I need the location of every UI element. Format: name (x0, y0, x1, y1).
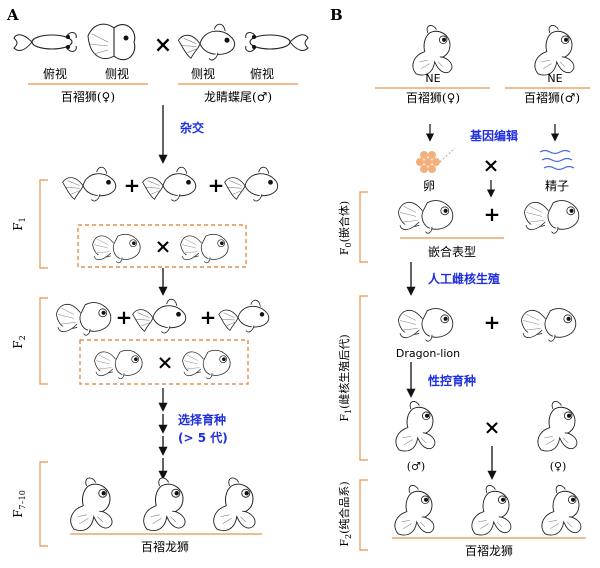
selection-label: 选择育种 (178, 412, 226, 427)
fish-icon (94, 350, 143, 380)
generation-f1b-label: F1(雌核生殖后代) (337, 334, 353, 421)
fish-icon (132, 298, 187, 334)
gynogenesis-label: 人工雌核生殖 (428, 271, 500, 286)
cross-symbol: × (157, 350, 174, 374)
generation-bracket (39, 461, 48, 547)
plus-symbol: + (116, 305, 133, 329)
result-label-b: 百褶龙狮 (465, 543, 513, 558)
fish-icon (142, 166, 197, 202)
plus-symbol: + (484, 202, 501, 226)
panel-b-label: B (330, 6, 343, 24)
f2-cross-box (79, 339, 249, 385)
fish-icon (397, 200, 454, 234)
fish-icon (182, 350, 231, 380)
fish-icon (541, 484, 582, 536)
fish-icon (471, 484, 512, 536)
generation-f1-label: F1 (11, 217, 27, 230)
female-label: (♀) (550, 460, 567, 473)
parent-female-label: 百褶狮(♀) (61, 89, 115, 104)
chimera-label: 嵌合表型 (428, 244, 476, 259)
generation-bracket (39, 179, 48, 269)
ne-label-right: NE (547, 72, 562, 85)
plus-symbol: + (484, 310, 501, 334)
egg-cluster-icon (416, 151, 440, 173)
fish-top-view-icon (13, 32, 77, 52)
cross-symbol: × (483, 153, 500, 177)
panel-a-parents: × (13, 23, 309, 61)
fish-icon (397, 308, 454, 342)
parent-male-label: 百褶狮(♂) (524, 90, 580, 105)
result-fish-row-b (394, 484, 582, 536)
fish-icon (537, 400, 578, 452)
ne-label-left: NE (425, 72, 440, 85)
cross-symbol: × (155, 234, 172, 258)
cross-label: 杂交 (180, 120, 204, 135)
male-label: (♂) (407, 460, 425, 473)
view-label: 侧视 (105, 66, 129, 81)
fish-icon (395, 400, 436, 452)
plus-symbol: + (124, 173, 141, 197)
fish-top-view-icon (245, 32, 309, 52)
generation-f7-label: F7–10 (11, 490, 27, 518)
generation-f0-label: F0(嵌合体) (337, 201, 353, 255)
egg-label: 卵 (423, 179, 435, 193)
f1-cross-box (77, 224, 247, 268)
panel-a-label: A (6, 6, 19, 24)
result-label: 百褶龙狮 (141, 539, 189, 554)
fish-icon (218, 299, 270, 333)
generation-bracket (359, 191, 368, 263)
fish-side-view-icon (177, 23, 236, 61)
fish-icon (92, 234, 141, 264)
fish-icon (412, 24, 453, 76)
edit-pointer (439, 147, 456, 163)
plus-symbol: + (200, 305, 217, 329)
dragon-lion-label: Dragon-lion (396, 347, 460, 360)
fish-icon (224, 166, 279, 202)
sperm-label: 精子 (545, 179, 569, 193)
sex-control-label: 性控育种 (427, 373, 476, 388)
f2-offspring-row: + + (55, 298, 270, 336)
parent-female-label: 百褶狮(♀) (406, 90, 460, 105)
fish-icon (55, 302, 112, 336)
fish-icon (62, 166, 117, 202)
fish-icon (143, 477, 186, 532)
fish-icon (394, 484, 435, 536)
cross-symbol: × (484, 415, 501, 439)
view-label: 侧视 (191, 66, 215, 81)
generation-bracket (359, 295, 368, 461)
fish-icon (520, 308, 577, 342)
view-label: 俯视 (250, 66, 274, 81)
parent-male-label: 龙睛蝶尾(♂) (204, 89, 272, 104)
fish-icon (534, 24, 575, 76)
fish-icon (70, 477, 113, 532)
generation-bracket (359, 479, 368, 551)
selection-generations: (> 5 代) (178, 430, 228, 445)
fish-side-view-icon (87, 23, 136, 61)
fish-icon (213, 477, 256, 532)
view-label: 俯视 (43, 66, 67, 81)
fish-icon (180, 234, 229, 264)
generation-bracket (39, 297, 48, 385)
generation-f2b-label: F2(纯合品系) (337, 481, 353, 546)
fish-icon (523, 200, 580, 234)
generation-f2-label: F2 (11, 335, 27, 348)
cross-symbol: × (154, 32, 172, 58)
f1-offspring-row: + + (62, 166, 279, 202)
plus-symbol: + (208, 173, 225, 197)
gene-edit-label: 基因编辑 (469, 128, 518, 143)
result-fish-row (70, 477, 256, 532)
sperm-icon (539, 149, 575, 171)
